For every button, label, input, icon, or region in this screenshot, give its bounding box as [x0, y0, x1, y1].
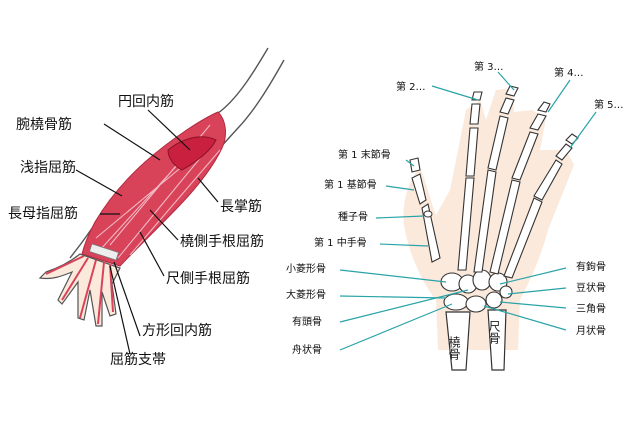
hand-tendons: [45, 255, 114, 325]
label-palmaris-longus: 長掌筋: [220, 198, 262, 215]
label-pronator-teres: 円回内筋: [118, 93, 174, 110]
sesamoid-bone: [423, 210, 433, 218]
flexor-retinaculum-band: [88, 243, 120, 261]
radius-bone: [445, 311, 471, 371]
label-triquetrum: 三角骨: [576, 303, 606, 315]
label-lunate: 月状骨: [576, 324, 606, 337]
bone-leader-lines: [339, 71, 597, 351]
label-brachioradialis: 腕橈骨筋: [16, 116, 72, 133]
metacarpal-bones: [421, 169, 543, 279]
carpal-bones: [440, 269, 513, 313]
label-ulna: 尺骨: [487, 320, 501, 344]
label-second-finger: 第 2…: [396, 80, 426, 93]
phalanges: [409, 85, 579, 205]
hand-skeleton-illustration: [403, 85, 579, 371]
label-flexor-carpi-ulnaris: 尺側手根屈筋: [166, 270, 250, 287]
label-flexor-retinaculum: 屈筋支帯: [110, 351, 166, 368]
label-proximal-phalanx: 第 1 基節骨: [324, 178, 377, 191]
label-pronator-quadratus: 方形回内筋: [142, 322, 212, 339]
pronator-teres-muscle: [167, 136, 217, 171]
label-first-metacarpal: 第 1 中手骨: [314, 236, 367, 249]
label-flexor-carpi-radialis: 橈側手根屈筋: [180, 233, 264, 250]
label-flexor-pollicis-longus: 長母指屈筋: [8, 205, 78, 222]
label-trapezoid: 小菱形骨: [286, 263, 326, 275]
label-radius: 橈骨: [447, 336, 461, 360]
label-distal-phalanx: 第 1 末節骨: [338, 148, 391, 161]
label-scaphoid: 舟状骨: [292, 343, 322, 356]
label-capitate: 有頭骨: [292, 315, 322, 328]
label-hamate: 有鉤骨: [576, 260, 606, 273]
muscle-fibers: [95, 124, 221, 259]
label-flexor-digitorum-superficialis: 浅指屈筋: [20, 159, 76, 176]
label-fourth-finger: 第 4…: [554, 66, 584, 79]
ulna-bone: [487, 309, 507, 371]
label-third-finger: 第 3…: [474, 60, 504, 73]
label-pisiform: 豆状骨: [576, 281, 606, 294]
label-fifth-finger: 第 5…: [594, 98, 624, 111]
label-trapezium: 大菱形骨: [286, 288, 326, 301]
label-sesamoid: 種子骨: [338, 210, 368, 223]
muscle-leader-lines: [75, 109, 219, 355]
forearm-muscle-illustration: [38, 47, 285, 327]
